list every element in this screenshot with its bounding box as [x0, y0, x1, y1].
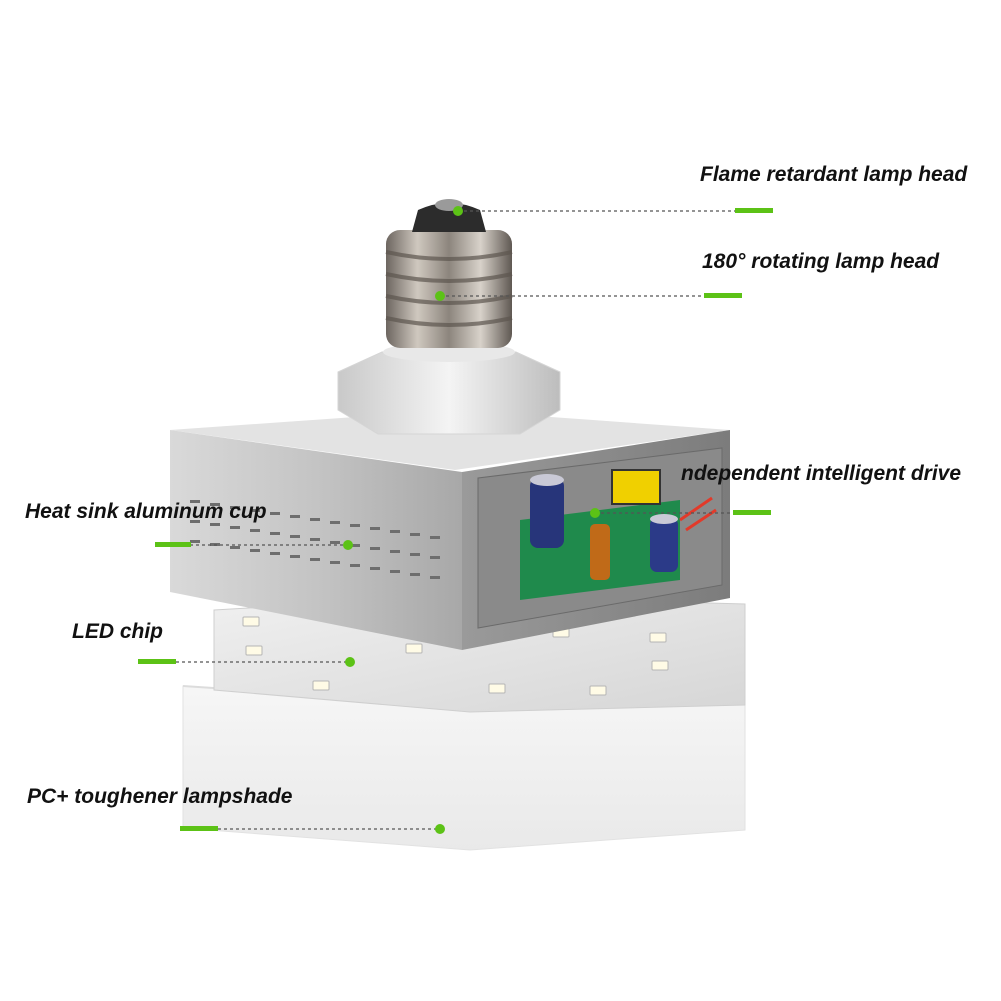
callout-bar [155, 542, 191, 547]
callout-bar [138, 659, 176, 664]
callout-bar [180, 826, 218, 831]
driver-board [477, 447, 723, 629]
callout-dot [590, 508, 600, 518]
callout-label-rotating-head: 180° rotating lamp head [702, 250, 940, 273]
leader-lines [176, 210, 735, 830]
callout-dot [343, 540, 353, 550]
callout-dot [453, 206, 463, 216]
callout-label-heat-sink: Heat sink aluminum cup [25, 500, 267, 523]
callout-label-intelligent-drive: ndependent intelligent drive [681, 462, 962, 485]
callout-label-led-chip: LED chip [72, 620, 164, 643]
callout-dot [435, 824, 445, 834]
callout-bar [704, 293, 742, 298]
lamp-collar [337, 342, 561, 435]
callout-label-lampshade: PC+ toughener lampshade [27, 785, 293, 808]
callout-dot [435, 291, 445, 301]
screw-base [385, 199, 513, 348]
vent-slots [190, 500, 440, 579]
callout-dot [345, 657, 355, 667]
callout-bar [733, 510, 771, 515]
callout-bar [735, 208, 773, 213]
callout-label-flame-retardant: Flame retardant lamp head [700, 163, 968, 186]
callout-markers [138, 206, 773, 834]
